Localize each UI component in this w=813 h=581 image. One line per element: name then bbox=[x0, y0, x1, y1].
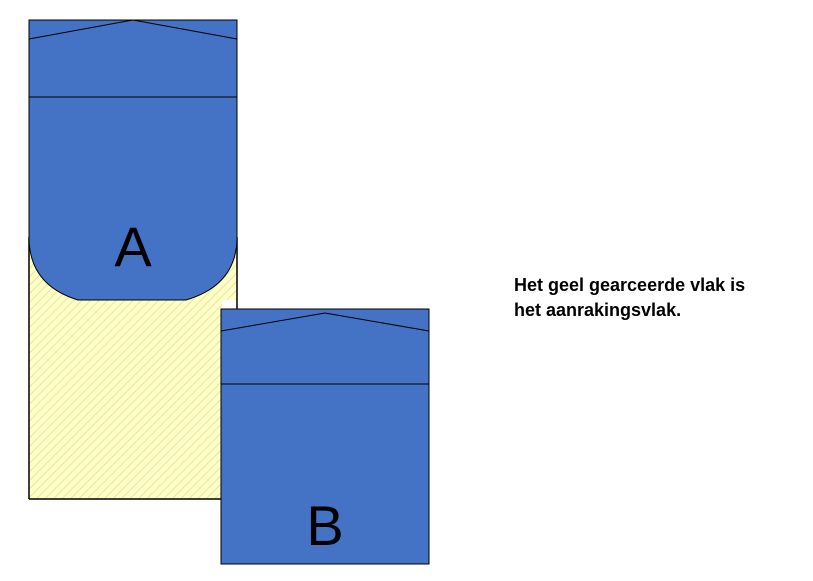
caption-text: Het geel gearceerde vlak is het aanrakin… bbox=[514, 273, 804, 323]
caption-line-2: het aanrakingsvlak. bbox=[514, 300, 682, 320]
block-a: A bbox=[28, 19, 238, 301]
block-a-label: A bbox=[114, 215, 152, 278]
contact-area bbox=[28, 237, 238, 500]
block-b-label: B bbox=[306, 494, 343, 557]
block-b: B bbox=[220, 308, 430, 565]
caption-line-1: Het geel gearceerde vlak is bbox=[514, 275, 746, 295]
